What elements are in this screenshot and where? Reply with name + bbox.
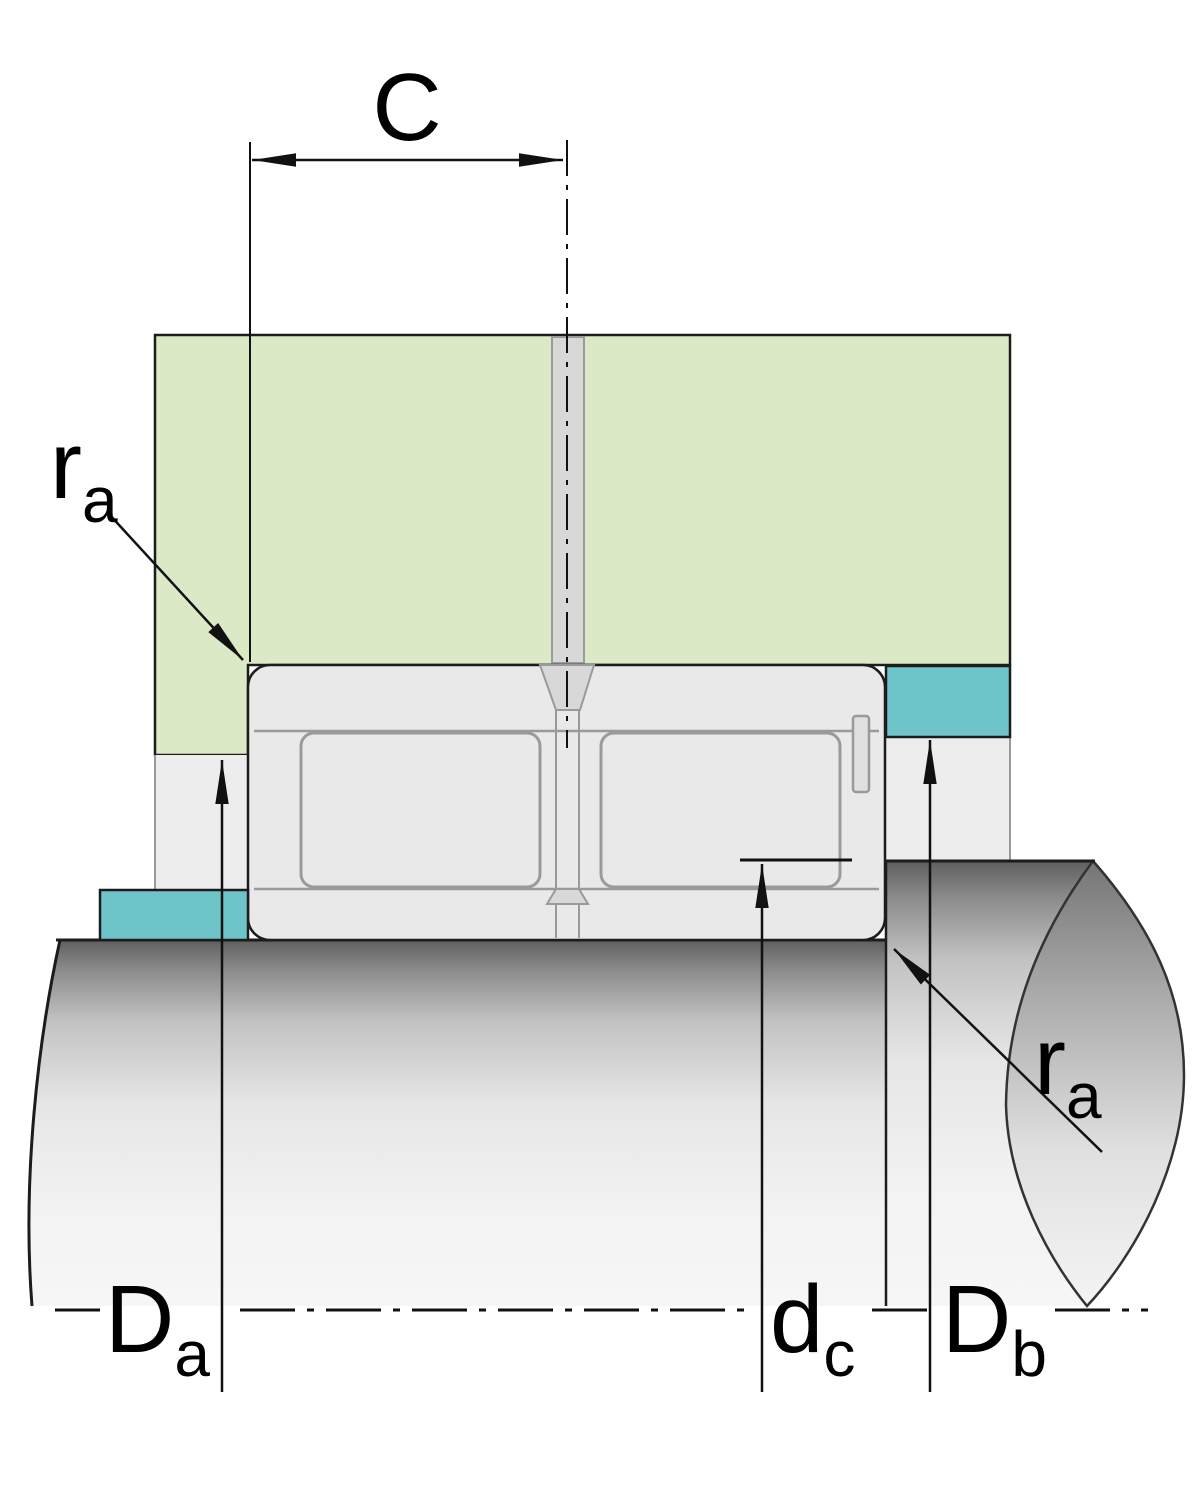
label-dc: dc [770, 1266, 855, 1390]
inner-ring-center-groove [545, 888, 590, 905]
label-ra-top: ra [50, 412, 118, 536]
shaft-locating-ring [98, 888, 250, 942]
shaft-end-curve [27, 939, 62, 1307]
housing-locating-ring [884, 664, 1012, 739]
housing-shoulder-gap [155, 755, 248, 890]
label-da: Da [105, 1266, 210, 1390]
shaft-body [28, 940, 887, 1306]
shaft-group [27, 859, 1186, 1308]
roller-row-left [299, 731, 542, 889]
label-ra-bottom: ra [1034, 1008, 1102, 1132]
shoulder-clearance-gap [886, 737, 1010, 860]
centerlines [55, 140, 1148, 1312]
label-c: C [372, 54, 441, 161]
ra-leader-bottom [893, 948, 1103, 1153]
dimensions [107, 142, 1103, 1392]
shaft-break-lobe [1004, 859, 1186, 1308]
roller-row-right [599, 731, 842, 889]
shaft-shoulder [886, 861, 1093, 1306]
label-db: Db [942, 1266, 1047, 1390]
snap-ring-groove [851, 714, 871, 794]
ra-leader-top [107, 512, 244, 661]
